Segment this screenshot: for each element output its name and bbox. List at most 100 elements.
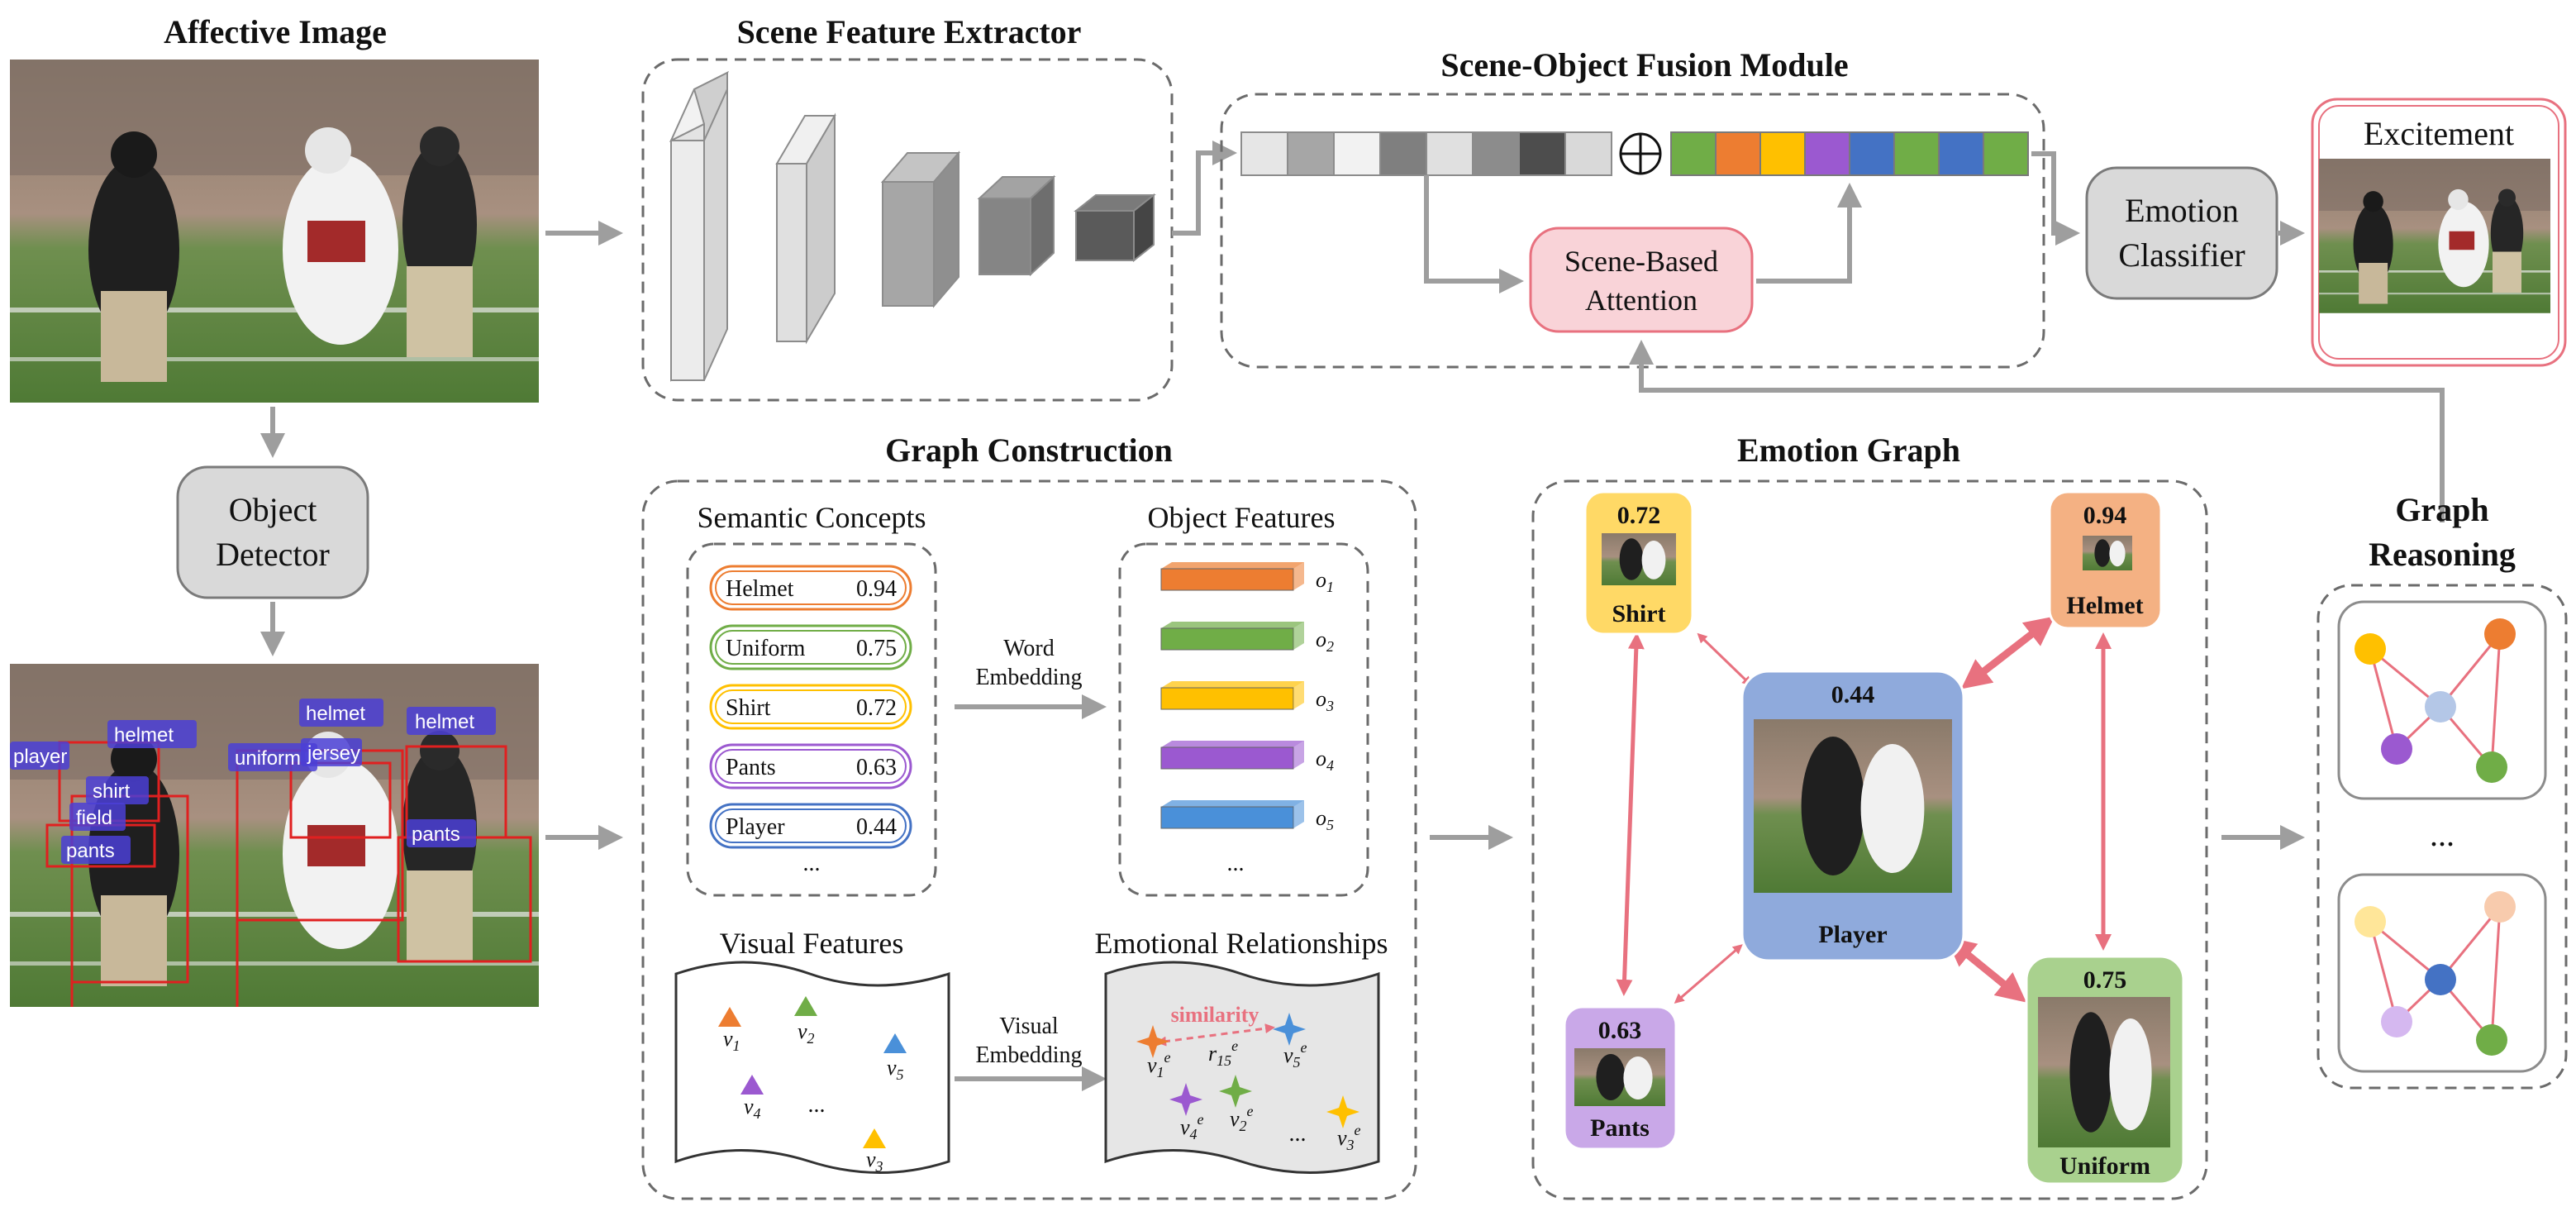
cnn-layer-3 <box>880 150 961 308</box>
node-shirt-label: Shirt <box>1612 600 1665 627</box>
semantic-item-score: 0.75 <box>856 636 897 661</box>
svg-text:helmet: helmet <box>415 711 474 733</box>
graph-reasoning-title-2: Reasoning <box>2369 536 2516 573</box>
svg-text:v3e: v3e <box>1337 1122 1361 1153</box>
semantic-item-score: 0.94 <box>856 576 897 602</box>
tag-player: player <box>10 742 69 770</box>
arrow-fusion-to-classifier <box>2031 151 2080 246</box>
emotion-graph-title: Emotion Graph <box>1737 432 1960 469</box>
svg-text:pants: pants <box>66 840 115 862</box>
node-player: 0.44 Player <box>1740 670 1965 962</box>
classifier-line2: Classifier <box>2118 236 2245 274</box>
affective-image-title: Affective Image <box>164 13 387 50</box>
arrow-extractor-to-fusion <box>1172 141 1237 236</box>
object-features-panel <box>1118 542 1369 897</box>
object-feature-3: o3 <box>1160 681 1334 714</box>
arrow-attention-to-objects <box>1756 183 1862 284</box>
visual-features-panel <box>674 961 950 1174</box>
graph-reasoning-title-1: Graph <box>2395 491 2488 528</box>
visual-feature-points <box>718 996 907 1148</box>
object-feature-label: o2 <box>1316 627 1334 655</box>
object-feature-1: o1 <box>1160 562 1334 595</box>
svg-text:v1e: v1e <box>1147 1049 1171 1080</box>
relationship-nodes <box>1136 1013 1359 1128</box>
svg-text:helmet: helmet <box>114 724 174 746</box>
graph-construction-box <box>641 479 1417 1200</box>
node-pants-label: Pants <box>1590 1114 1650 1142</box>
reasoning-graph-2 <box>2337 873 2547 1073</box>
arrow-scene-to-attention <box>1424 175 1524 293</box>
node-helmet: 0.94 Helmet <box>2048 490 2163 630</box>
tag-helmet-3: helmet <box>407 707 496 735</box>
classifier-line1: Emotion <box>2125 192 2239 229</box>
object-detector-box: Object Detector <box>176 465 369 599</box>
semantic-item-score: 0.63 <box>856 755 897 780</box>
semantic-item-helmet: Helmet 0.94 <box>709 565 912 611</box>
reasoning-ellipsis: ... <box>2430 816 2455 853</box>
semantic-item-label: Shirt <box>726 695 771 721</box>
visual-ellipsis: ... <box>808 1092 826 1118</box>
visual-feature-labels: v1 v2 v5 v4 v3 <box>723 1019 904 1175</box>
svg-text:v1: v1 <box>723 1027 740 1054</box>
node-pants-score: 0.63 <box>1598 1017 1642 1044</box>
cnn-layers <box>669 70 1156 382</box>
word-embedding-line2: Embedding <box>975 665 1082 690</box>
cnn-layer-5 <box>1074 193 1156 263</box>
svg-text:field: field <box>76 807 112 829</box>
svg-text:shirt: shirt <box>93 780 131 803</box>
emotional-relationships-panel <box>1104 961 1380 1174</box>
similarity-label: similarity <box>1171 1003 1259 1027</box>
attention-line1: Scene-Based <box>1564 245 1718 278</box>
svg-text:r15e: r15e <box>1208 1037 1238 1069</box>
visual-embedding-line1: Visual <box>999 1014 1059 1039</box>
svg-text:v5e: v5e <box>1283 1039 1307 1071</box>
node-pants: 0.63 Pants <box>1563 1005 1678 1151</box>
relationship-labels: v1e v5e v4e v2e v3e r15e <box>1147 1037 1361 1153</box>
emotion-graph-edges <box>1616 616 2112 1004</box>
semantic-item-label: Helmet <box>726 576 794 602</box>
node-shirt-score: 0.72 <box>1617 502 1661 529</box>
svg-text:v3: v3 <box>866 1147 883 1175</box>
svg-text:player: player <box>13 746 67 768</box>
svg-text:jersey: jersey <box>307 742 360 765</box>
svg-text:v2: v2 <box>798 1019 815 1047</box>
graph-construction-title: Graph Construction <box>885 432 1173 469</box>
arrow-reasoning-to-attention <box>1629 340 2445 522</box>
object-feature-2: o2 <box>1160 622 1334 655</box>
scene-extractor-box <box>641 58 1174 402</box>
semantic-item-shirt: Shirt 0.72 <box>709 684 912 730</box>
svg-text:v5: v5 <box>887 1056 904 1083</box>
object-feature-label: o1 <box>1316 568 1334 595</box>
affective-image <box>10 60 539 403</box>
tag-pants-1: pants <box>61 836 131 864</box>
tag-jersey: jersey <box>301 738 362 766</box>
emotion-classifier-box: Emotion Classifier <box>2085 166 2278 300</box>
node-helmet-score: 0.94 <box>2083 502 2127 529</box>
scene-extractor-title: Scene Feature Extractor <box>737 13 1082 50</box>
emotional-relationships-title: Emotional Relationships <box>1095 927 1388 960</box>
semantic-ellipsis: ... <box>803 851 821 876</box>
fusion-title: Scene-Object Fusion Module <box>1440 46 1848 83</box>
reasoning-graph-1 <box>2337 600 2547 800</box>
object-list: o1 o2 o3 o4 o5 <box>1160 562 1334 833</box>
semantic-item-score: 0.72 <box>856 695 897 721</box>
tag-shirt: shirt <box>86 776 149 804</box>
object-feature-label: o5 <box>1316 806 1334 833</box>
output-label: Excitement <box>2364 115 2514 152</box>
node-player-score: 0.44 <box>1831 681 1875 708</box>
svg-text:uniform: uniform <box>235 747 301 770</box>
object-feature-4: o4 <box>1160 741 1334 774</box>
semantic-item-label: Pants <box>726 755 776 780</box>
tag-field: field <box>69 803 126 831</box>
visual-embedding-line2: Embedding <box>975 1042 1082 1068</box>
attention-line2: Attention <box>1585 284 1697 317</box>
concat-operator <box>1619 132 1662 175</box>
scene-feature-vector <box>1240 131 1612 176</box>
cnn-layer-2 <box>775 112 836 345</box>
tag-uniform: uniform <box>228 743 317 771</box>
scene-attention-box: Scene-Based Attention <box>1529 227 1754 333</box>
object-feature-label: o4 <box>1316 746 1334 774</box>
semantic-item-pants: Pants 0.63 <box>709 743 912 789</box>
